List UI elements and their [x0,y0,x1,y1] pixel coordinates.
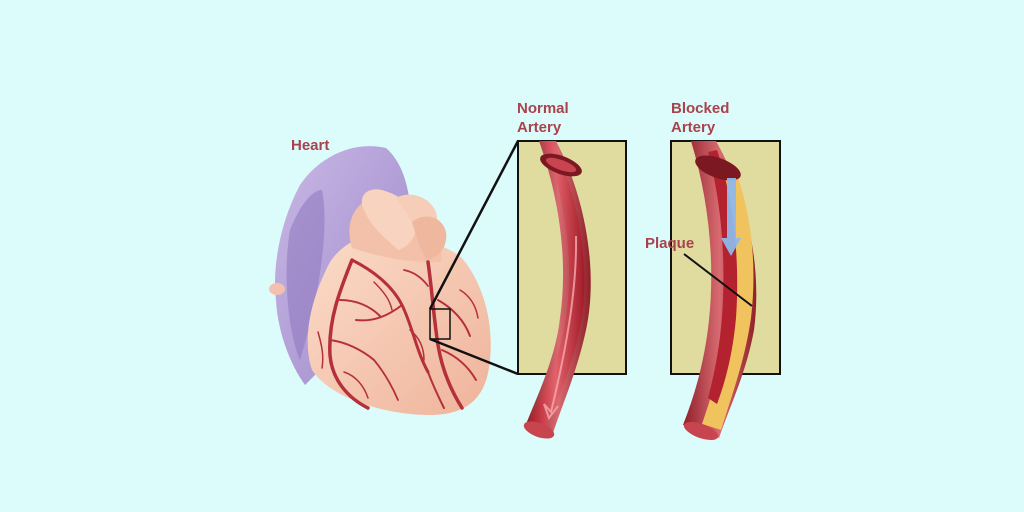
normal-artery-label: Normal Artery [517,99,569,137]
normal-artery-lumen [532,141,585,426]
normal-artery-bottom-opening [523,421,555,439]
zoom-line-top [428,140,520,310]
blocked-artery-label-line-2: Artery [671,119,716,136]
blocked-artery-label-line-1: Blocked [671,100,730,117]
heart-vessel-stub [269,283,285,295]
plaque-pointer-line [683,253,753,307]
zoom-line-bottom [429,337,519,376]
plaque-label: Plaque [645,235,695,252]
heart-vena-shade [286,190,325,360]
blocked-artery-panel [670,140,781,441]
normal-artery-label-line-1: Normal [517,100,569,117]
coronary-vessels [317,258,479,410]
blocked-artery-plaque [702,172,754,430]
normal-artery-flow-arrow [543,235,578,421]
blocked-artery-bottom-opening [683,421,719,441]
heart-zoom-box [429,308,451,340]
heart-illustration [269,146,491,415]
blocked-artery-flow-arrow [721,178,741,256]
normal-artery-label-line-2: Artery [517,119,562,136]
normal-artery-panel [517,140,627,439]
blocked-artery-top-opening [695,155,741,181]
heart-pulmonary-trunk [412,216,447,260]
blocked-artery-label: Blocked Artery [671,99,729,137]
normal-artery-opening-inner [545,157,577,173]
heart-label: Heart [291,137,330,154]
heart-ventricles [307,236,491,415]
